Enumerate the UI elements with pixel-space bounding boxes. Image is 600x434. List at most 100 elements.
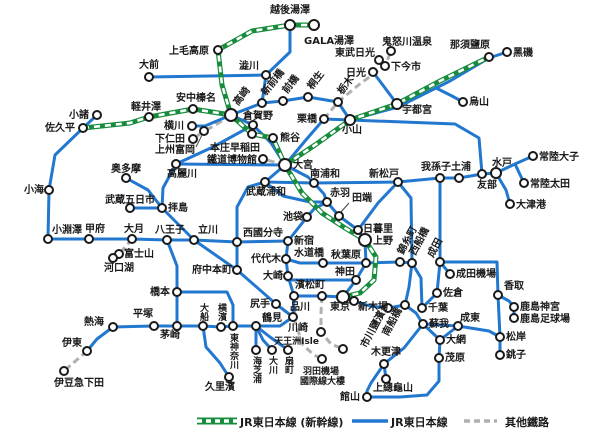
- station-label: 伊豆急下田: [53, 376, 104, 389]
- station-marker: [495, 332, 505, 342]
- station-marker: [188, 134, 198, 144]
- station-marker: [386, 46, 396, 56]
- station-label: 神田: [335, 265, 355, 278]
- rail-line-mito-line: [348, 118, 484, 176]
- station-marker: [308, 19, 320, 31]
- station-label: 橋本: [150, 285, 171, 298]
- station-label: 澁川: [239, 59, 259, 72]
- station-marker: [289, 291, 299, 301]
- station-label: 尻手: [250, 297, 270, 310]
- station-label: 平塚: [133, 307, 153, 320]
- station-marker: [334, 211, 344, 221]
- station-label: 西國分寺: [243, 226, 283, 239]
- station-marker: [224, 372, 234, 382]
- station-marker: [172, 321, 182, 331]
- station-label: 富士山: [124, 247, 154, 260]
- station-label: 立川: [198, 223, 218, 236]
- station-marker: [407, 258, 417, 268]
- station-label: 成田機場: [456, 267, 496, 280]
- station-label: 上毛高原: [169, 44, 209, 57]
- station-label: 久里濱: [204, 380, 235, 393]
- station-label: 小淵澤: [51, 223, 82, 236]
- station-marker: [528, 151, 538, 161]
- station-label: 水戸: [491, 156, 512, 169]
- station-label: 倉賀野: [242, 109, 273, 122]
- station-marker: [351, 275, 361, 285]
- station-marker: [59, 366, 69, 376]
- station-label: 南浦和: [310, 167, 340, 180]
- station-label: 大津港: [516, 198, 547, 211]
- station-marker: [121, 173, 131, 183]
- station-marker: [125, 203, 135, 213]
- rail-line-joshu-tomioka-pointer: [195, 134, 203, 148]
- station-label: 黑磯: [513, 46, 533, 59]
- rail-line-keihin-south: [254, 294, 296, 328]
- station-marker: [381, 374, 391, 384]
- station-label: 鐵道博物館: [207, 153, 257, 166]
- station-label: 八王子: [154, 224, 185, 236]
- station-label: 鶴見: [262, 311, 282, 324]
- station-marker: [393, 177, 403, 187]
- station-marker: [267, 345, 277, 355]
- station-label: 松岸: [506, 330, 526, 343]
- station-marker: [477, 169, 487, 179]
- station-label: 代代木: [250, 252, 282, 265]
- station-marker: [261, 70, 271, 80]
- station-label: 越後湯澤: [269, 3, 310, 16]
- station-marker: [213, 45, 223, 55]
- station-marker: [344, 114, 356, 126]
- station-marker: [336, 290, 350, 304]
- station-marker: [283, 236, 293, 246]
- station-label: 河口湖: [104, 261, 134, 274]
- station-label: 東武日光: [335, 46, 375, 59]
- rail-line-yokosuka-line: [201, 324, 231, 379]
- station-label: 宇都宮: [402, 103, 432, 116]
- station-label: 小諸: [68, 108, 89, 121]
- rail-line-ome-line: [124, 176, 164, 210]
- rail-line-tabata-pointer: [340, 202, 350, 213]
- station-label: 常陸太田: [530, 177, 570, 190]
- station-label: 大川: [267, 355, 279, 375]
- station-marker: [453, 321, 463, 331]
- station-marker: [435, 335, 445, 345]
- station-label: 新木場: [358, 300, 388, 313]
- station-marker: [490, 167, 502, 179]
- station-label: 海芝浦: [251, 355, 262, 384]
- station-marker: [44, 185, 54, 195]
- rail-line-joshin-line: [192, 113, 232, 141]
- station-label: 羽田機場: [303, 365, 339, 377]
- rail-line-nambu-line: [192, 238, 295, 319]
- station-label: 友部: [477, 178, 497, 191]
- station-marker: [108, 253, 118, 263]
- station-marker: [278, 96, 288, 106]
- station-marker: [454, 173, 464, 183]
- station-label: 東神奈川: [228, 332, 240, 370]
- rail-line-tohoku-shinkansen-dash: [284, 55, 490, 167]
- station-label: 下仁田: [155, 132, 185, 145]
- station-label: 日暮里: [363, 222, 393, 235]
- station-label: 秋葉原: [331, 248, 361, 261]
- station-marker: [400, 300, 410, 310]
- station-label: 常陸大子: [539, 150, 579, 163]
- station-marker: [189, 235, 199, 245]
- station-marker: [484, 52, 494, 62]
- station-marker: [379, 359, 389, 369]
- station-marker: [353, 225, 363, 235]
- station-marker: [144, 112, 154, 122]
- station-label: 館山: [339, 390, 360, 403]
- station-marker: [199, 126, 209, 136]
- station-label: 上總龜山: [373, 381, 413, 394]
- station-marker: [108, 322, 118, 332]
- station-label: 大網: [446, 333, 466, 346]
- station-label: 栗橋: [297, 112, 318, 125]
- rail-line-hachiko-north: [174, 123, 255, 166]
- station-marker: [257, 98, 267, 108]
- station-label: 成東: [460, 311, 480, 324]
- station-label: 茂原: [445, 351, 465, 364]
- legend-label: 其他鐵路: [505, 415, 550, 429]
- station-marker: [198, 321, 208, 331]
- rail-line-agatsuma-line: [147, 73, 268, 79]
- station-marker: [228, 321, 238, 331]
